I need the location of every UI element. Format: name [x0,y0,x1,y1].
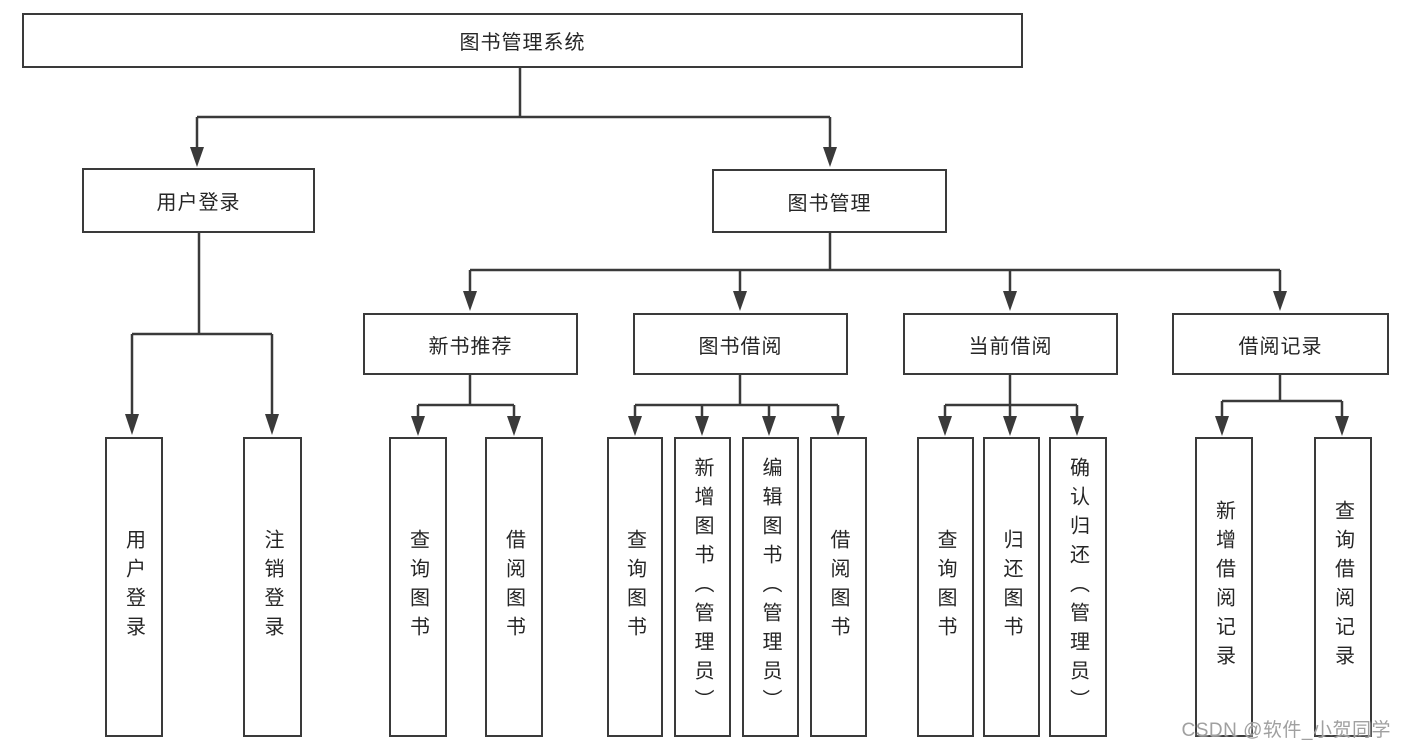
node-book-management: 图书管理 [712,169,947,233]
node-label: 当前借阅 [968,335,1053,358]
node-label: 新书推荐 [428,335,513,358]
node-library-system: 图书管理系统 [22,13,1023,68]
node-book-borrowing: 图书借阅 [633,313,848,375]
node-label: 图书借阅 [698,335,783,358]
node-recommend-query-books: 查询图书 [389,437,447,737]
node-leaf-user-login: 用户登录 [105,437,163,737]
node-label: 图书管理系统 [459,32,586,54]
node-label: 查询图书 [934,529,956,645]
node-query-borrow-record: 查询借阅记录 [1314,437,1372,737]
node-label: 新增图书（管理员） [691,456,713,718]
node-edit-books-admin: 编辑图书（管理员） [742,437,799,737]
node-return-books: 归还图书 [983,437,1040,737]
node-label: 借阅图书 [502,529,525,645]
node-recommend-borrow-books: 借阅图书 [485,437,543,737]
node-leaf-logout: 注销登录 [243,437,302,737]
node-add-books-admin: 新增图书（管理员） [674,437,731,737]
node-borrowing-borrow-books: 借阅图书 [810,437,867,737]
node-label: 归还图书 [1000,529,1022,645]
csdn-watermark: CSDN @软件_小贺同学 [1181,720,1391,741]
node-label: 图书管理 [787,192,872,215]
node-label: 确认归还（管理员） [1066,456,1089,718]
node-current-query-books: 查询图书 [917,437,974,737]
node-borrowing-records: 借阅记录 [1172,313,1389,375]
node-label: 编辑图书（管理员） [759,456,781,718]
node-label: 查询图书 [406,529,429,645]
node-new-book-recommend: 新书推荐 [363,313,578,375]
node-label: 用户登录 [156,192,241,214]
node-label: 借阅图书 [827,529,849,645]
node-current-borrowing: 当前借阅 [903,313,1118,375]
arrowhead-icons [125,147,1349,436]
node-borrowing-query-books: 查询图书 [607,437,663,737]
node-add-borrow-record: 新增借阅记录 [1195,437,1253,737]
node-label: 新增借阅记录 [1212,500,1235,674]
node-label: 用户登录 [122,529,145,645]
node-label: 查询借阅记录 [1331,500,1354,674]
node-label: 注销登录 [261,529,283,645]
node-user-login: 用户登录 [82,168,315,233]
node-label: 查询图书 [623,529,646,645]
node-label: 借阅记录 [1238,335,1323,358]
node-confirm-return-admin: 确认归还（管理员） [1049,437,1107,737]
